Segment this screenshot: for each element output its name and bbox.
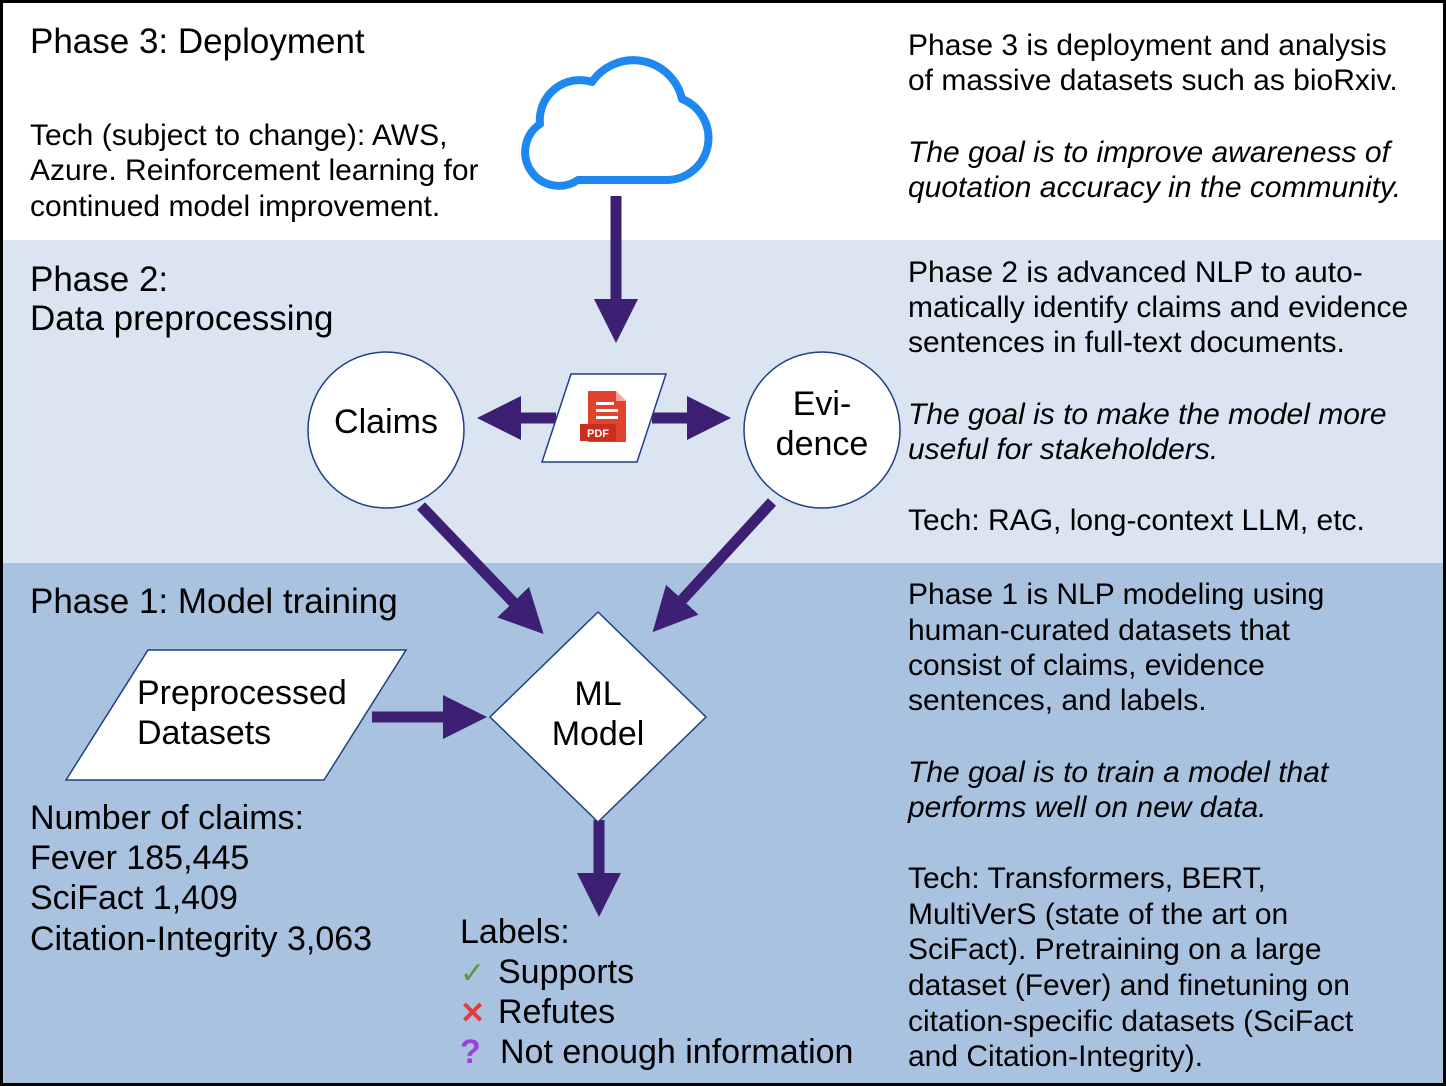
- cloud-icon: [521, 56, 713, 190]
- pdf-badge-text: PDF: [587, 428, 609, 440]
- phase3-desc-line-2: of massive datasets such as bioRxiv.: [908, 64, 1398, 97]
- check-icon: ✓: [460, 957, 486, 990]
- evidence-label-line-1: Evi-: [792, 385, 852, 423]
- arrow-evidence-to-model: [652, 498, 777, 633]
- question-icon: ?: [460, 1033, 481, 1071]
- phase1-desc-line-3: consist of claims, evidence: [908, 649, 1265, 682]
- label-refutes: ✕ Refutes: [460, 992, 615, 1035]
- datasets-label-line-2: Datasets: [137, 714, 272, 752]
- cross-icon: ✕: [460, 997, 486, 1030]
- phase3-tech-line-1: Tech (subject to change): AWS,: [30, 119, 448, 152]
- claims-count-scifact: SciFact 1,409: [30, 879, 238, 917]
- claims-count-citation-integrity: Citation-Integrity 3,063: [30, 920, 373, 958]
- datasets-label-line-1: Preprocessed: [137, 674, 347, 712]
- pdf-icon: PDF: [580, 391, 626, 442]
- claims-count-header: Number of claims:: [30, 799, 304, 837]
- label-refutes-text: Refutes: [498, 993, 616, 1031]
- phase1-tech-line-2: MultiVerS (state of the art on: [908, 898, 1289, 931]
- phase3-tech-line-2: Azure. Reinforcement learning for: [30, 154, 479, 187]
- phase2-tech: Tech: RAG, long-context LLM, etc.: [908, 504, 1365, 537]
- phase3-goal-line-2: quotation accuracy in the community.: [908, 171, 1402, 204]
- phase1-desc-line-1: Phase 1 is NLP modeling using: [908, 578, 1325, 611]
- phase1-goal-line-1: The goal is to train a model that: [908, 756, 1329, 789]
- ml-model-label-line-2: Model: [551, 715, 645, 753]
- label-not-enough-info-text: Not enough information: [500, 1033, 854, 1071]
- phase1-desc-line-4: sentences, and labels.: [908, 684, 1207, 717]
- phase1-title: Phase 1: Model training: [30, 582, 398, 621]
- phase2-goal-line-1: The goal is to make the model more: [908, 398, 1387, 431]
- arrow-claims-to-model: [417, 502, 544, 634]
- label-supports: ✓ Supports: [460, 952, 634, 995]
- phase1-goal-line-2: performs well on new data.: [908, 791, 1267, 824]
- labels-header: Labels:: [460, 913, 570, 951]
- phase1-tech-line-4: dataset (Fever) and finetuning on: [908, 969, 1350, 1002]
- ml-model-node: [488, 610, 708, 824]
- phase2-desc-line-1: Phase 2 is advanced NLP to auto-: [908, 256, 1363, 289]
- phase3-goal-line-1: The goal is to improve awareness of: [908, 136, 1390, 169]
- phase1-tech-line-3: SciFact). Pretraining on a large: [908, 933, 1322, 966]
- phase2-title-line-2: Data preprocessing: [30, 299, 334, 338]
- phase1-desc-line-2: human-curated datasets that: [908, 614, 1290, 647]
- label-supports-text: Supports: [498, 953, 635, 991]
- phase2-desc-line-2: matically identify claims and evidence: [908, 291, 1409, 324]
- phase3-band: [0, 0, 1446, 240]
- phase2-title-line-1: Phase 2:: [30, 260, 169, 299]
- claims-node: [307, 351, 465, 509]
- phase2-desc-line-3: sentences in full-text documents.: [908, 326, 1345, 359]
- phase2-goal-line-2: useful for stakeholders.: [908, 433, 1219, 466]
- phase1-tech-line-1: Tech: Transformers, BERT,: [908, 862, 1266, 895]
- evidence-node: [743, 351, 901, 509]
- label-not-enough-info: ? Not enough information: [460, 1032, 853, 1073]
- claims-label: Claims: [334, 403, 438, 441]
- ml-model-label-line-1: ML: [574, 675, 622, 713]
- phase3-title: Phase 3: Deployment: [30, 22, 365, 61]
- evidence-label-line-2: dence: [775, 425, 869, 463]
- phase3-desc-line-1: Phase 3 is deployment and analysis: [908, 29, 1387, 62]
- phase3-tech-line-3: continued model improvement.: [30, 190, 441, 223]
- phase1-tech-line-5: citation-specific datasets (SciFact: [908, 1005, 1354, 1038]
- claims-count-fever: Fever 185,445: [30, 839, 250, 877]
- phase1-tech-line-6: and Citation-Integrity).: [908, 1040, 1204, 1073]
- preprocessed-datasets-node: [64, 649, 408, 781]
